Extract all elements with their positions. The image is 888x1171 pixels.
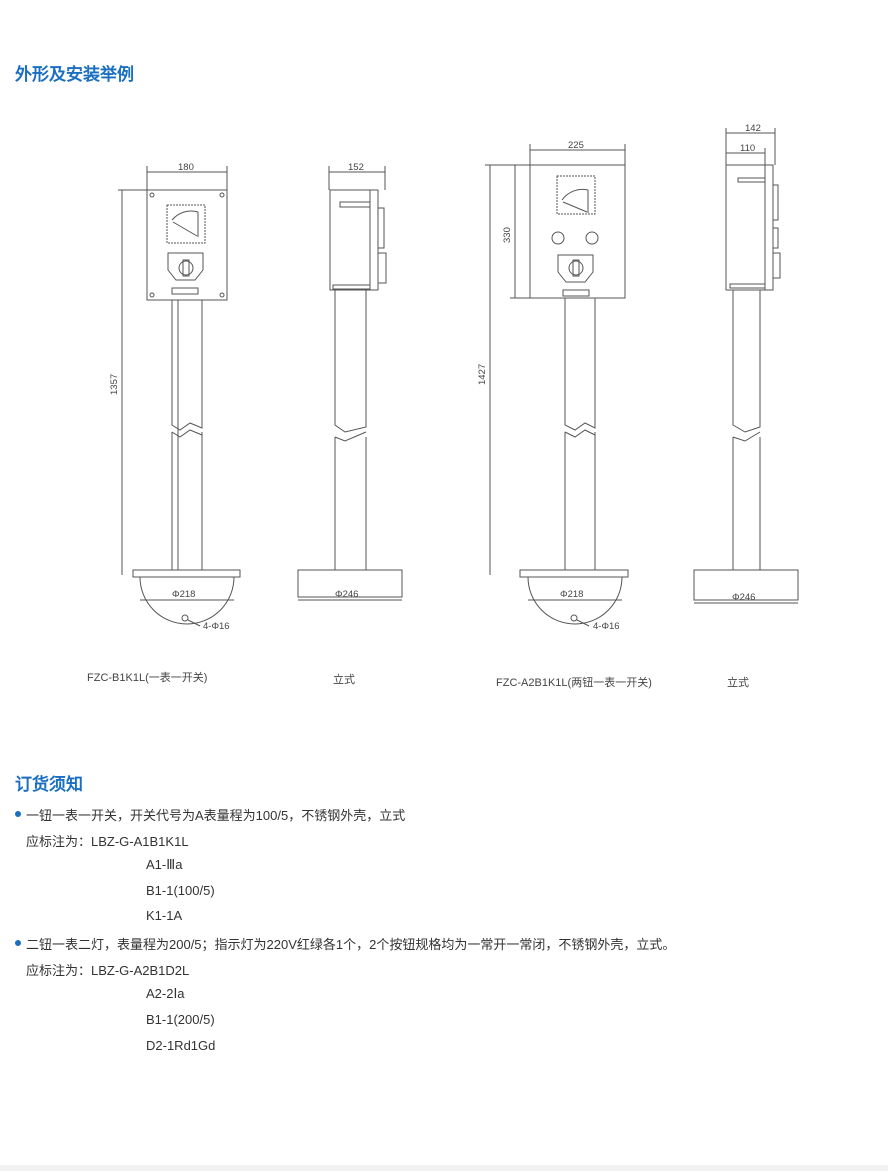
order-desc: 一钮一表一开关，开关代号为A表量程为100/5，不锈钢外壳，立式 <box>26 808 406 823</box>
dim-110: 110 <box>740 143 755 154</box>
order-sub: K1-1A <box>146 908 183 923</box>
caption-standing-2: 立式 <box>727 677 749 689</box>
order-sub: A2-2Ⅰa <box>146 986 185 1001</box>
dim-base-4: Φ246 <box>732 592 755 603</box>
order-code: 应标注为：LBZ-G-A1B1K1L <box>26 834 189 849</box>
dim-152: 152 <box>348 162 364 173</box>
order-code: 应标注为：LBZ-G-A2B1D2L <box>26 963 190 978</box>
order-sub: A1-Ⅲa <box>146 857 183 872</box>
dim-holes-1: 4-Φ16 <box>203 621 230 632</box>
side-view-1: 152 Φ246 <box>297 162 403 601</box>
dim-1427: 1427 <box>477 364 488 385</box>
dim-330: 330 <box>502 227 513 243</box>
section-title-ordering: 订货须知 <box>15 775 83 794</box>
footer-bar <box>0 1165 888 1171</box>
front-view-2: 225 Φ218 4-Φ16 1427 330 <box>477 140 629 632</box>
dim-base-3: Φ218 <box>560 589 583 600</box>
dim-holes-3: 4-Φ16 <box>593 621 620 632</box>
dim-180: 180 <box>178 162 194 173</box>
side-view-2: 142 110 Φ246 <box>693 123 799 604</box>
section-title-appearance: 外形及安装举例 <box>15 65 134 84</box>
dim-142: 142 <box>745 123 761 134</box>
dim-base-2: Φ246 <box>335 589 358 600</box>
order-desc: 二钮一表二灯，表量程为200/5；指示灯为220V红绿各1个，2个按钮规格均为一… <box>26 937 676 952</box>
caption-standing-1: 立式 <box>333 674 355 686</box>
dim-225: 225 <box>568 140 584 151</box>
installation-drawings: 180 Φ218 4-Φ16 1357 152 <box>109 123 799 632</box>
order-sub: B1-1(200/5) <box>146 1012 215 1027</box>
order-sub: D2-1Rd1Gd <box>146 1038 216 1053</box>
order-sub: B1-1(100/5) <box>146 883 215 898</box>
caption-fzc-b1k1l: FZC-B1K1L(一表一开关) <box>87 672 208 684</box>
bullet-icon <box>15 940 21 946</box>
caption-fzc-a2b1k1l: FZC-A2B1K1L(两钮一表一开关) <box>496 677 652 689</box>
dim-base-1: Φ218 <box>172 589 195 600</box>
dim-1357: 1357 <box>109 374 120 395</box>
bullet-icon <box>15 811 21 817</box>
front-view-1: 180 Φ218 4-Φ16 1357 <box>109 162 241 632</box>
